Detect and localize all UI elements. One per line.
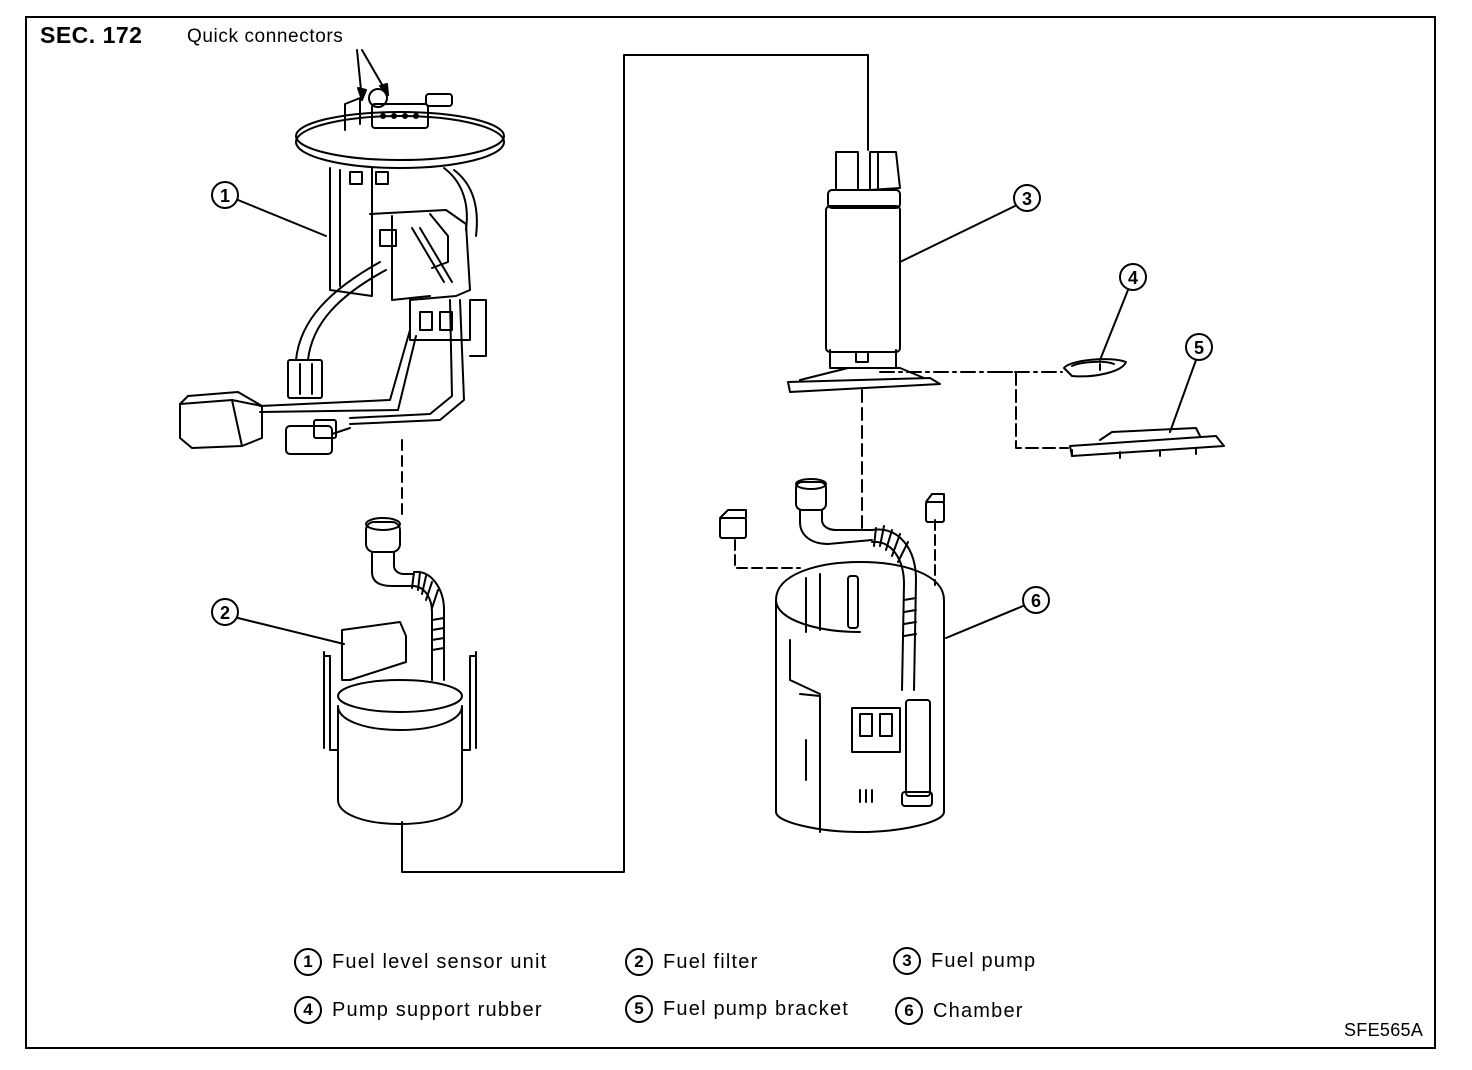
legend-item: 6 Chamber [895, 997, 1024, 1025]
legend-label: Fuel pump bracket [663, 997, 850, 1020]
legend-label: Fuel pump [931, 949, 1037, 972]
callout-2: 2 [211, 598, 345, 645]
callout-1-number: 1 [220, 186, 230, 206]
legend-item: 5 Fuel pump bracket [625, 995, 849, 1023]
quick-connectors-label: Quick connectors [187, 26, 344, 47]
figure-code: SFE565A [1344, 1020, 1424, 1040]
fuel-pump [787, 151, 941, 393]
callout-5: 5 [1169, 333, 1213, 433]
legend-item: 1 Fuel level sensor unit [294, 948, 547, 976]
legend-label: Chamber [933, 999, 1024, 1022]
fuel-filter [323, 517, 477, 825]
legend-item: 2 Fuel filter [625, 948, 758, 976]
callout-4-number: 4 [1128, 268, 1138, 288]
callout-6: 6 [945, 586, 1050, 639]
chamber [719, 478, 945, 833]
legend-label: Fuel level sensor unit [332, 950, 548, 973]
diagram-frame [25, 16, 1436, 1049]
legend-number: 2 [625, 948, 653, 976]
legend-number: 4 [294, 996, 322, 1024]
legend-item: 3 Fuel pump [893, 947, 1036, 975]
section-label: SEC. 172 [40, 22, 143, 48]
quick-connector-leaders [356, 49, 389, 101]
legend-item: 4 Pump support rubber [294, 996, 543, 1024]
legend-label: Pump support rubber [332, 998, 543, 1021]
pump-support-rubber [1063, 358, 1127, 378]
legend-label: Fuel filter [663, 950, 759, 973]
callout-5-number: 5 [1194, 338, 1204, 358]
callout-4: 4 [1099, 263, 1147, 361]
callout-6-number: 6 [1031, 591, 1041, 611]
callout-3: 3 [899, 184, 1041, 263]
assembly-path-lines [401, 54, 1069, 873]
legend-number: 5 [625, 995, 653, 1023]
callout-2-number: 2 [220, 603, 230, 623]
legend-number: 6 [895, 997, 923, 1025]
callout-1: 1 [211, 181, 327, 237]
fuel-level-sensor-unit [179, 88, 505, 455]
callout-3-number: 3 [1022, 189, 1032, 209]
legend-number: 3 [893, 947, 921, 975]
fuel-pump-bracket [1069, 427, 1225, 459]
legend-number: 1 [294, 948, 322, 976]
